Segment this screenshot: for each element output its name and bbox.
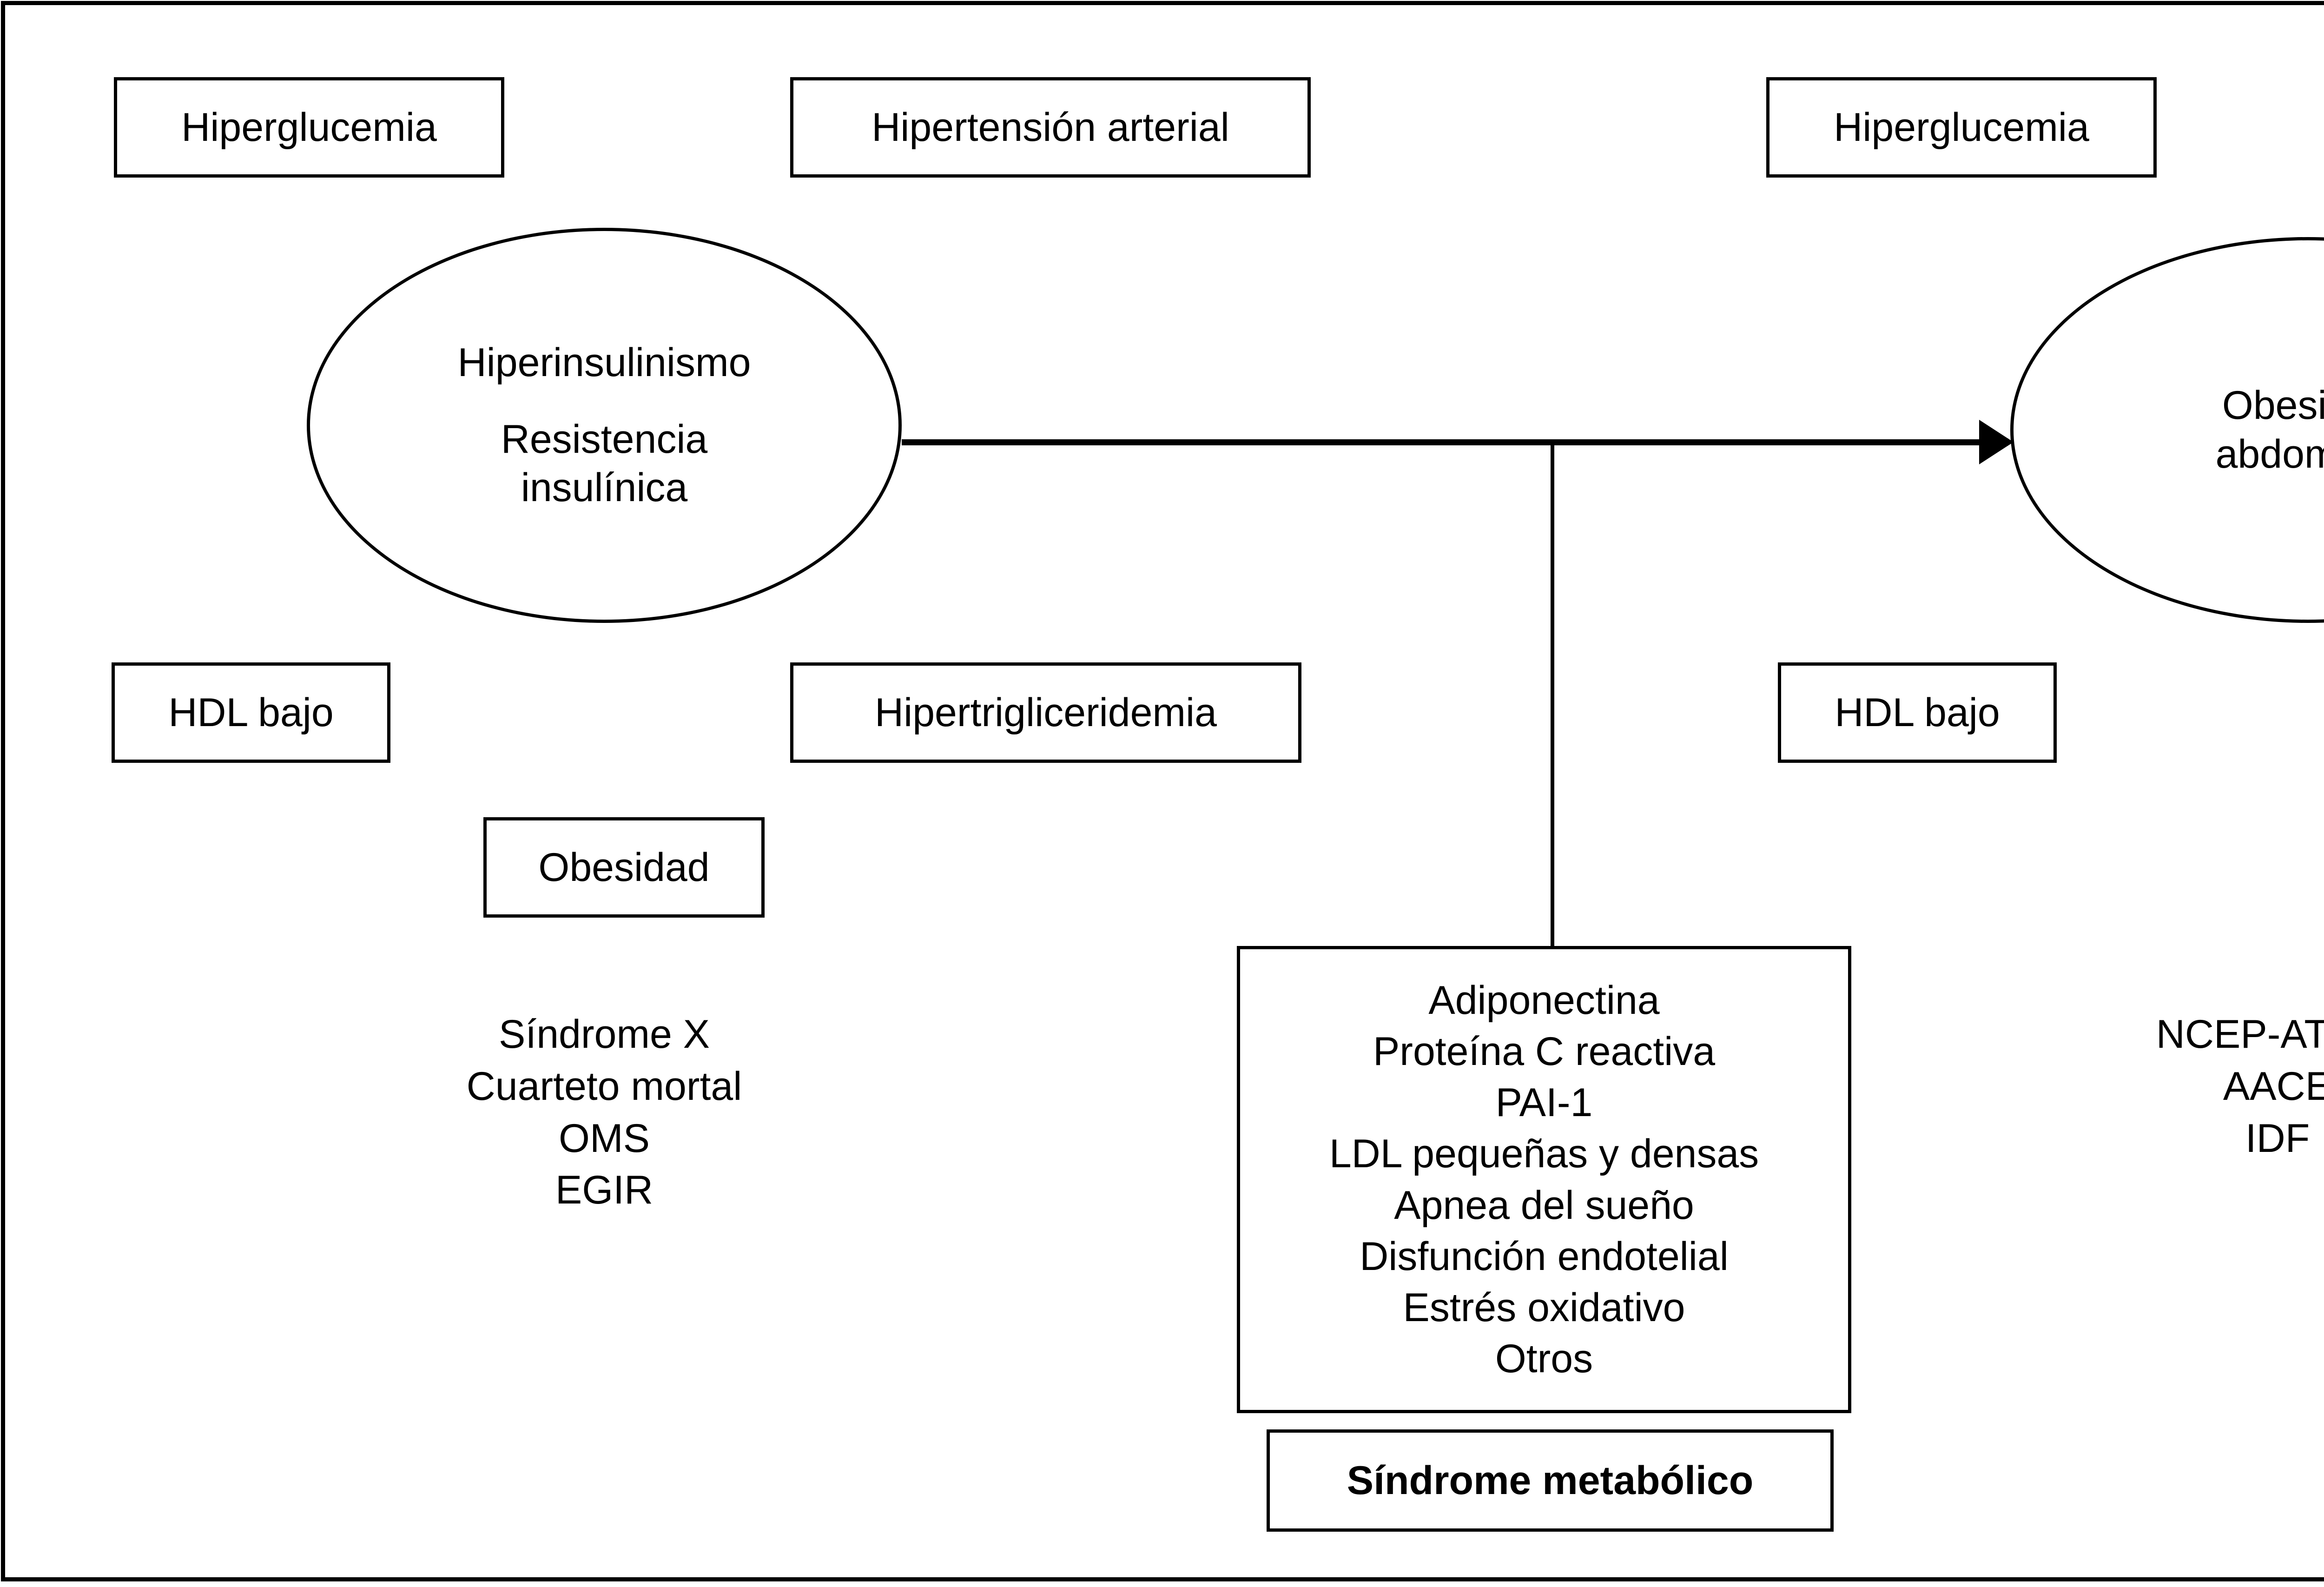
list-item: Disfunción endotelial	[1360, 1234, 1729, 1279]
node-label: Síndrome metabólico	[1347, 1458, 1754, 1503]
node-right-hiperglucemia[interactable]: Hiperglucemia	[1766, 77, 2157, 178]
list-item: Síndrome X	[498, 1012, 710, 1057]
node-left-ellipse-hiperinsulinismo[interactable]: Hiperinsulinismo Resistencia insulínica	[307, 228, 902, 623]
ellipse-line-2: abdominal	[2215, 432, 2324, 476]
list-item: NCEP-ATP III	[2156, 1012, 2324, 1057]
ellipse-line-1: Hiperinsulinismo	[457, 340, 751, 385]
left-criteria-list: Síndrome X Cuarteto mortal OMS EGIR	[358, 1009, 851, 1217]
node-left-obesidad[interactable]: Obesidad	[483, 817, 765, 918]
list-item: Estrés oxidativo	[1403, 1285, 1685, 1330]
list-item: AACE	[2223, 1064, 2324, 1109]
node-label: Hiperglucemia	[181, 105, 437, 150]
list-item: Cuarteto mortal	[466, 1064, 742, 1109]
list-item: PAI-1	[1495, 1080, 1593, 1125]
list-item: Proteína C reactiva	[1373, 1029, 1716, 1074]
node-label: HDL bajo	[168, 690, 334, 735]
list-item: LDL pequeñas y densas	[1329, 1131, 1759, 1177]
vertical-drop-line	[1551, 442, 1554, 947]
arrow-shaft-left-to-right	[902, 439, 1985, 445]
list-item: Adiponectina	[1428, 978, 1660, 1023]
node-left-hipertension-arterial[interactable]: Hipertensión arterial	[790, 77, 1311, 178]
list-item: Apnea del sueño	[1394, 1183, 1694, 1228]
node-label: Hipertensión arterial	[872, 105, 1229, 150]
node-label: HDL bajo	[1835, 690, 2000, 735]
ellipse-line-1: Obesidad	[2222, 383, 2324, 428]
right-criteria-list: NCEP-ATP III AACE IDF	[2068, 1009, 2324, 1164]
arrow-head-icon	[1979, 420, 2014, 464]
ellipse-line-2: Resistencia	[501, 417, 708, 462]
node-label: Hipertrigliceridemia	[875, 690, 1217, 735]
node-center-factors-box[interactable]: Adiponectina Proteína C reactiva PAI-1 L…	[1237, 946, 1851, 1413]
list-item: IDF	[2245, 1116, 2310, 1161]
ellipse-line-3: insulínica	[521, 465, 688, 510]
node-center-sindrome-metabolico[interactable]: Síndrome metabólico	[1267, 1429, 1834, 1532]
node-left-hiperglucemia[interactable]: Hiperglucemia	[114, 77, 504, 178]
list-item: Otros	[1495, 1336, 1593, 1381]
list-item: OMS	[559, 1116, 650, 1161]
node-left-hipertrigliceridemia[interactable]: Hipertrigliceridemia	[790, 662, 1301, 763]
node-label: Hiperglucemia	[1834, 105, 2089, 150]
list-item: EGIR	[555, 1168, 654, 1213]
node-left-hdl-bajo[interactable]: HDL bajo	[112, 662, 390, 763]
node-right-hdl-bajo[interactable]: HDL bajo	[1778, 662, 2057, 763]
node-label: Obesidad	[538, 845, 710, 890]
